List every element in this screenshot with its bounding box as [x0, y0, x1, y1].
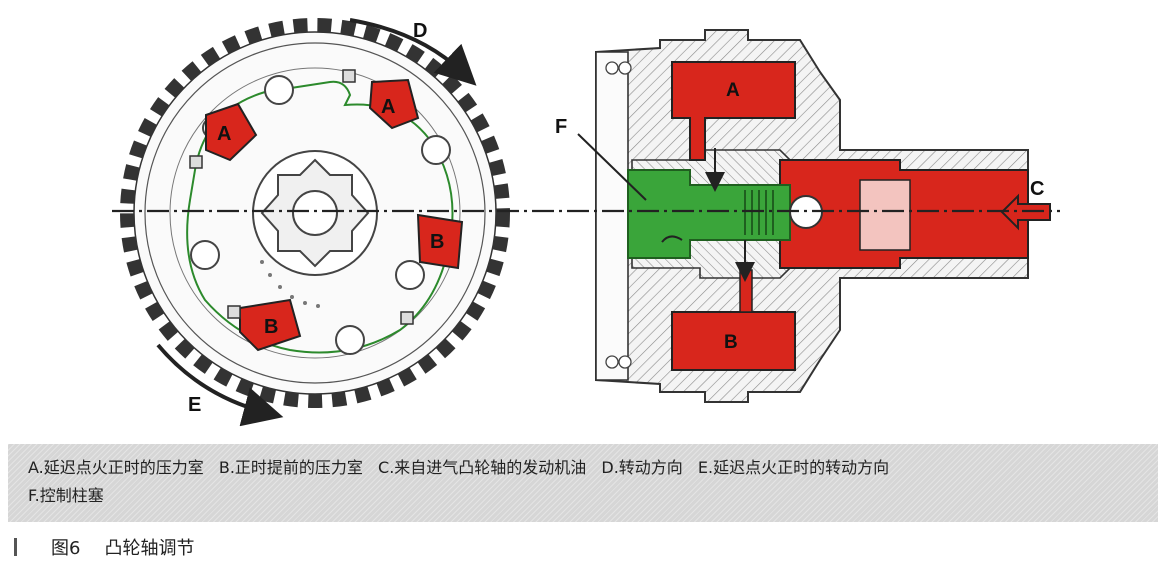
label-f: F	[555, 116, 567, 138]
legend-item-a: A.延迟点火正时的压力室	[28, 458, 204, 477]
sprocket-front-view	[120, 18, 510, 427]
chamber-b-right	[416, 213, 464, 270]
adjuster-cross-section	[577, 29, 1051, 403]
legend-item-d: D.转动方向	[601, 458, 683, 477]
chamber-a-upper	[368, 78, 420, 130]
label-b-bottom: B	[264, 316, 278, 338]
legend-item-f: F.控制柱塞	[28, 486, 104, 505]
legend-item-e: E.延迟点火正时的转动方向	[697, 458, 890, 477]
figure-title: 凸轮轴调节	[104, 538, 195, 559]
rotation-arrow-e	[156, 343, 284, 427]
camshaft-adjuster-diagram: A A B B A B D E F C	[112, 18, 1060, 427]
rotation-arrow-d	[349, 18, 477, 86]
label-b-section: B	[724, 332, 738, 353]
label-e: E	[188, 394, 201, 416]
piston-leader-line	[577, 133, 647, 201]
label-a-section: A	[726, 80, 740, 101]
label-a-left: A	[217, 123, 231, 145]
chamber-a-left	[205, 102, 258, 162]
label-b-right: B	[430, 231, 444, 253]
chamber-a-section	[671, 61, 796, 161]
legend-item-c: C.来自进气凸轮轴的发动机油	[378, 458, 587, 477]
figure-number: 图6	[51, 538, 81, 559]
caption-marker	[14, 538, 17, 556]
label-d: D	[413, 20, 427, 42]
figure-caption: 图6 凸轮轴调节	[8, 532, 194, 562]
chamber-b-bottom	[239, 298, 302, 352]
legend-box: A.延迟点火正时的压力室 B.正时提前的压力室 C.来自进气凸轮轴的发动机油 D…	[8, 444, 1158, 522]
label-c: C	[1030, 178, 1044, 200]
legend-item-b: B.正时提前的压力室	[218, 458, 363, 477]
label-a-upper: A	[381, 96, 395, 118]
chamber-b-section	[671, 311, 796, 371]
